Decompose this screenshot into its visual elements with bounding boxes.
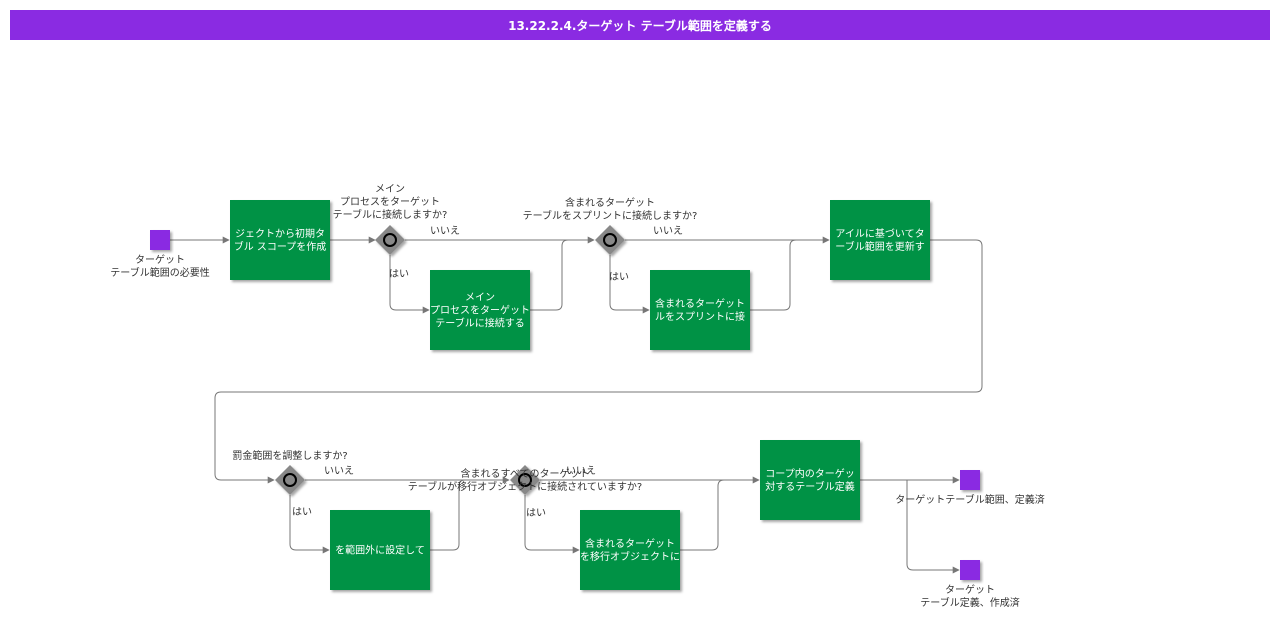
task-label-connect-sprint: 含まれるターゲットルをスプリントに接 — [655, 297, 745, 323]
flow-update-to-gateway3 — [214, 239, 983, 484]
flow-define-to-end-created — [906, 480, 960, 574]
task-label-connect-migration-object: 含まれるターゲットを移行オブジェクトに — [580, 537, 680, 563]
end-event-defined — [960, 470, 980, 490]
gateway-main-process-label: メインプロセスをターゲットテーブルに接続しますか? — [333, 184, 448, 221]
flow-label-no: いいえ — [653, 225, 683, 237]
gateway-penalty — [275, 465, 305, 495]
task-define-scope-tables — [760, 440, 860, 520]
flow-sprint-to-update — [750, 239, 797, 311]
task-connect-sprint — [650, 270, 750, 350]
flow-label-yes: はい — [389, 268, 409, 280]
task-label-define-scope-tables: コープ内のターゲッ対するテーブル定義 — [765, 467, 854, 493]
task-set-out-of-scope — [330, 510, 430, 590]
task-connect-main-process — [430, 270, 530, 350]
task-label-connect-main-process: メインプロセスをターゲットテーブルに接続する — [430, 293, 530, 330]
gateway-migration — [510, 465, 540, 495]
flow-label-yes: はい — [526, 507, 546, 519]
gateway-penalty-label: 罰金範囲を調整しますか? — [232, 449, 347, 462]
task-label-update-table-scope: アイルに基づいてターブル範囲を更新す — [835, 227, 924, 253]
gateway-circle-icon — [518, 473, 532, 487]
flow-label-no: いいえ — [566, 465, 596, 477]
diagram-title-bar: 13.22.2.4.ターゲット テーブル範囲を定義する — [10, 10, 1270, 40]
gateway-circle-icon — [383, 233, 397, 247]
task-update-table-scope — [830, 200, 930, 280]
flow-label-no: いいえ — [324, 465, 354, 477]
gateway-circle-icon — [603, 233, 617, 247]
gateway-circle-icon — [283, 473, 297, 487]
gateway-sprint — [595, 225, 625, 255]
flow-label-yes: はい — [292, 506, 312, 518]
flow-gateway3-yes — [289, 495, 330, 554]
flow-main-process-to-gateway2 — [530, 239, 569, 311]
flow-label-yes: はい — [609, 271, 629, 283]
sequence-flows — [170, 236, 983, 574]
flow-gateway4-yes — [524, 495, 580, 554]
gateway-main-process — [375, 225, 405, 255]
task-label-set-out-of-scope: を範囲外に設定して — [335, 544, 425, 557]
end-event-created-label: ターゲットテーブル定義、作成済 — [920, 584, 1019, 609]
flow-gateway1-yes — [389, 255, 430, 314]
flow-migration-to-define — [680, 479, 725, 551]
end-event-created — [960, 560, 980, 580]
task-connect-migration-object — [580, 510, 680, 590]
flow-gateway2-yes — [609, 255, 650, 314]
gateway-migration-label: 含まれるすべてのターゲットテーブルが移行オブジェクトに接続されていますか? — [408, 467, 642, 493]
gateway-sprint-label: 含まれるターゲットテーブルをスプリントに接続しますか? — [523, 196, 698, 222]
flow-label-no: いいえ — [430, 225, 460, 237]
end-event-defined-label: ターゲットテーブル範囲、定義済 — [895, 493, 1044, 506]
start-event-label: ターゲットテーブル範囲の必要性 — [110, 254, 209, 279]
diagram-title: 13.22.2.4.ターゲット テーブル範囲を定義する — [508, 18, 772, 33]
task-create-initial-scope — [230, 200, 330, 280]
start-event — [150, 230, 170, 250]
flow-out-of-scope-to-gateway4 — [430, 479, 466, 551]
task-label-create-initial-scope: ジェクトから初期タブル スコープを作成 — [234, 227, 327, 253]
